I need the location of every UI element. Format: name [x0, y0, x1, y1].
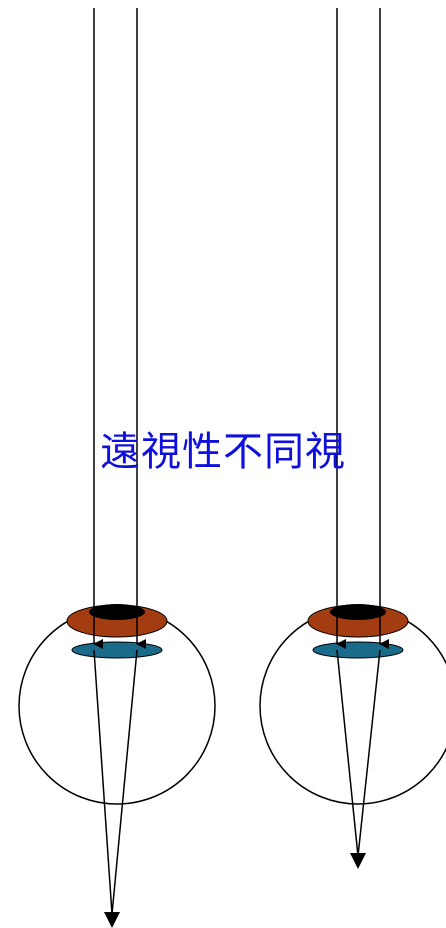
left-pupil [89, 604, 145, 620]
right-focal-point-arrow [350, 853, 366, 869]
right-refracted-ray-right [357, 649, 381, 857]
left-lens [71, 641, 163, 659]
left-eye [18, 8, 216, 928]
right-lens [312, 641, 404, 659]
left-refracted-ray-right [111, 649, 138, 915]
right-eye [259, 8, 446, 869]
right-refracted-ray-left [336, 649, 359, 857]
left-refracted-ray-left [93, 649, 113, 915]
left-focal-point-arrow [104, 912, 120, 928]
diagram-title: 遠視性不同視 [100, 429, 346, 475]
right-pupil [330, 604, 386, 620]
